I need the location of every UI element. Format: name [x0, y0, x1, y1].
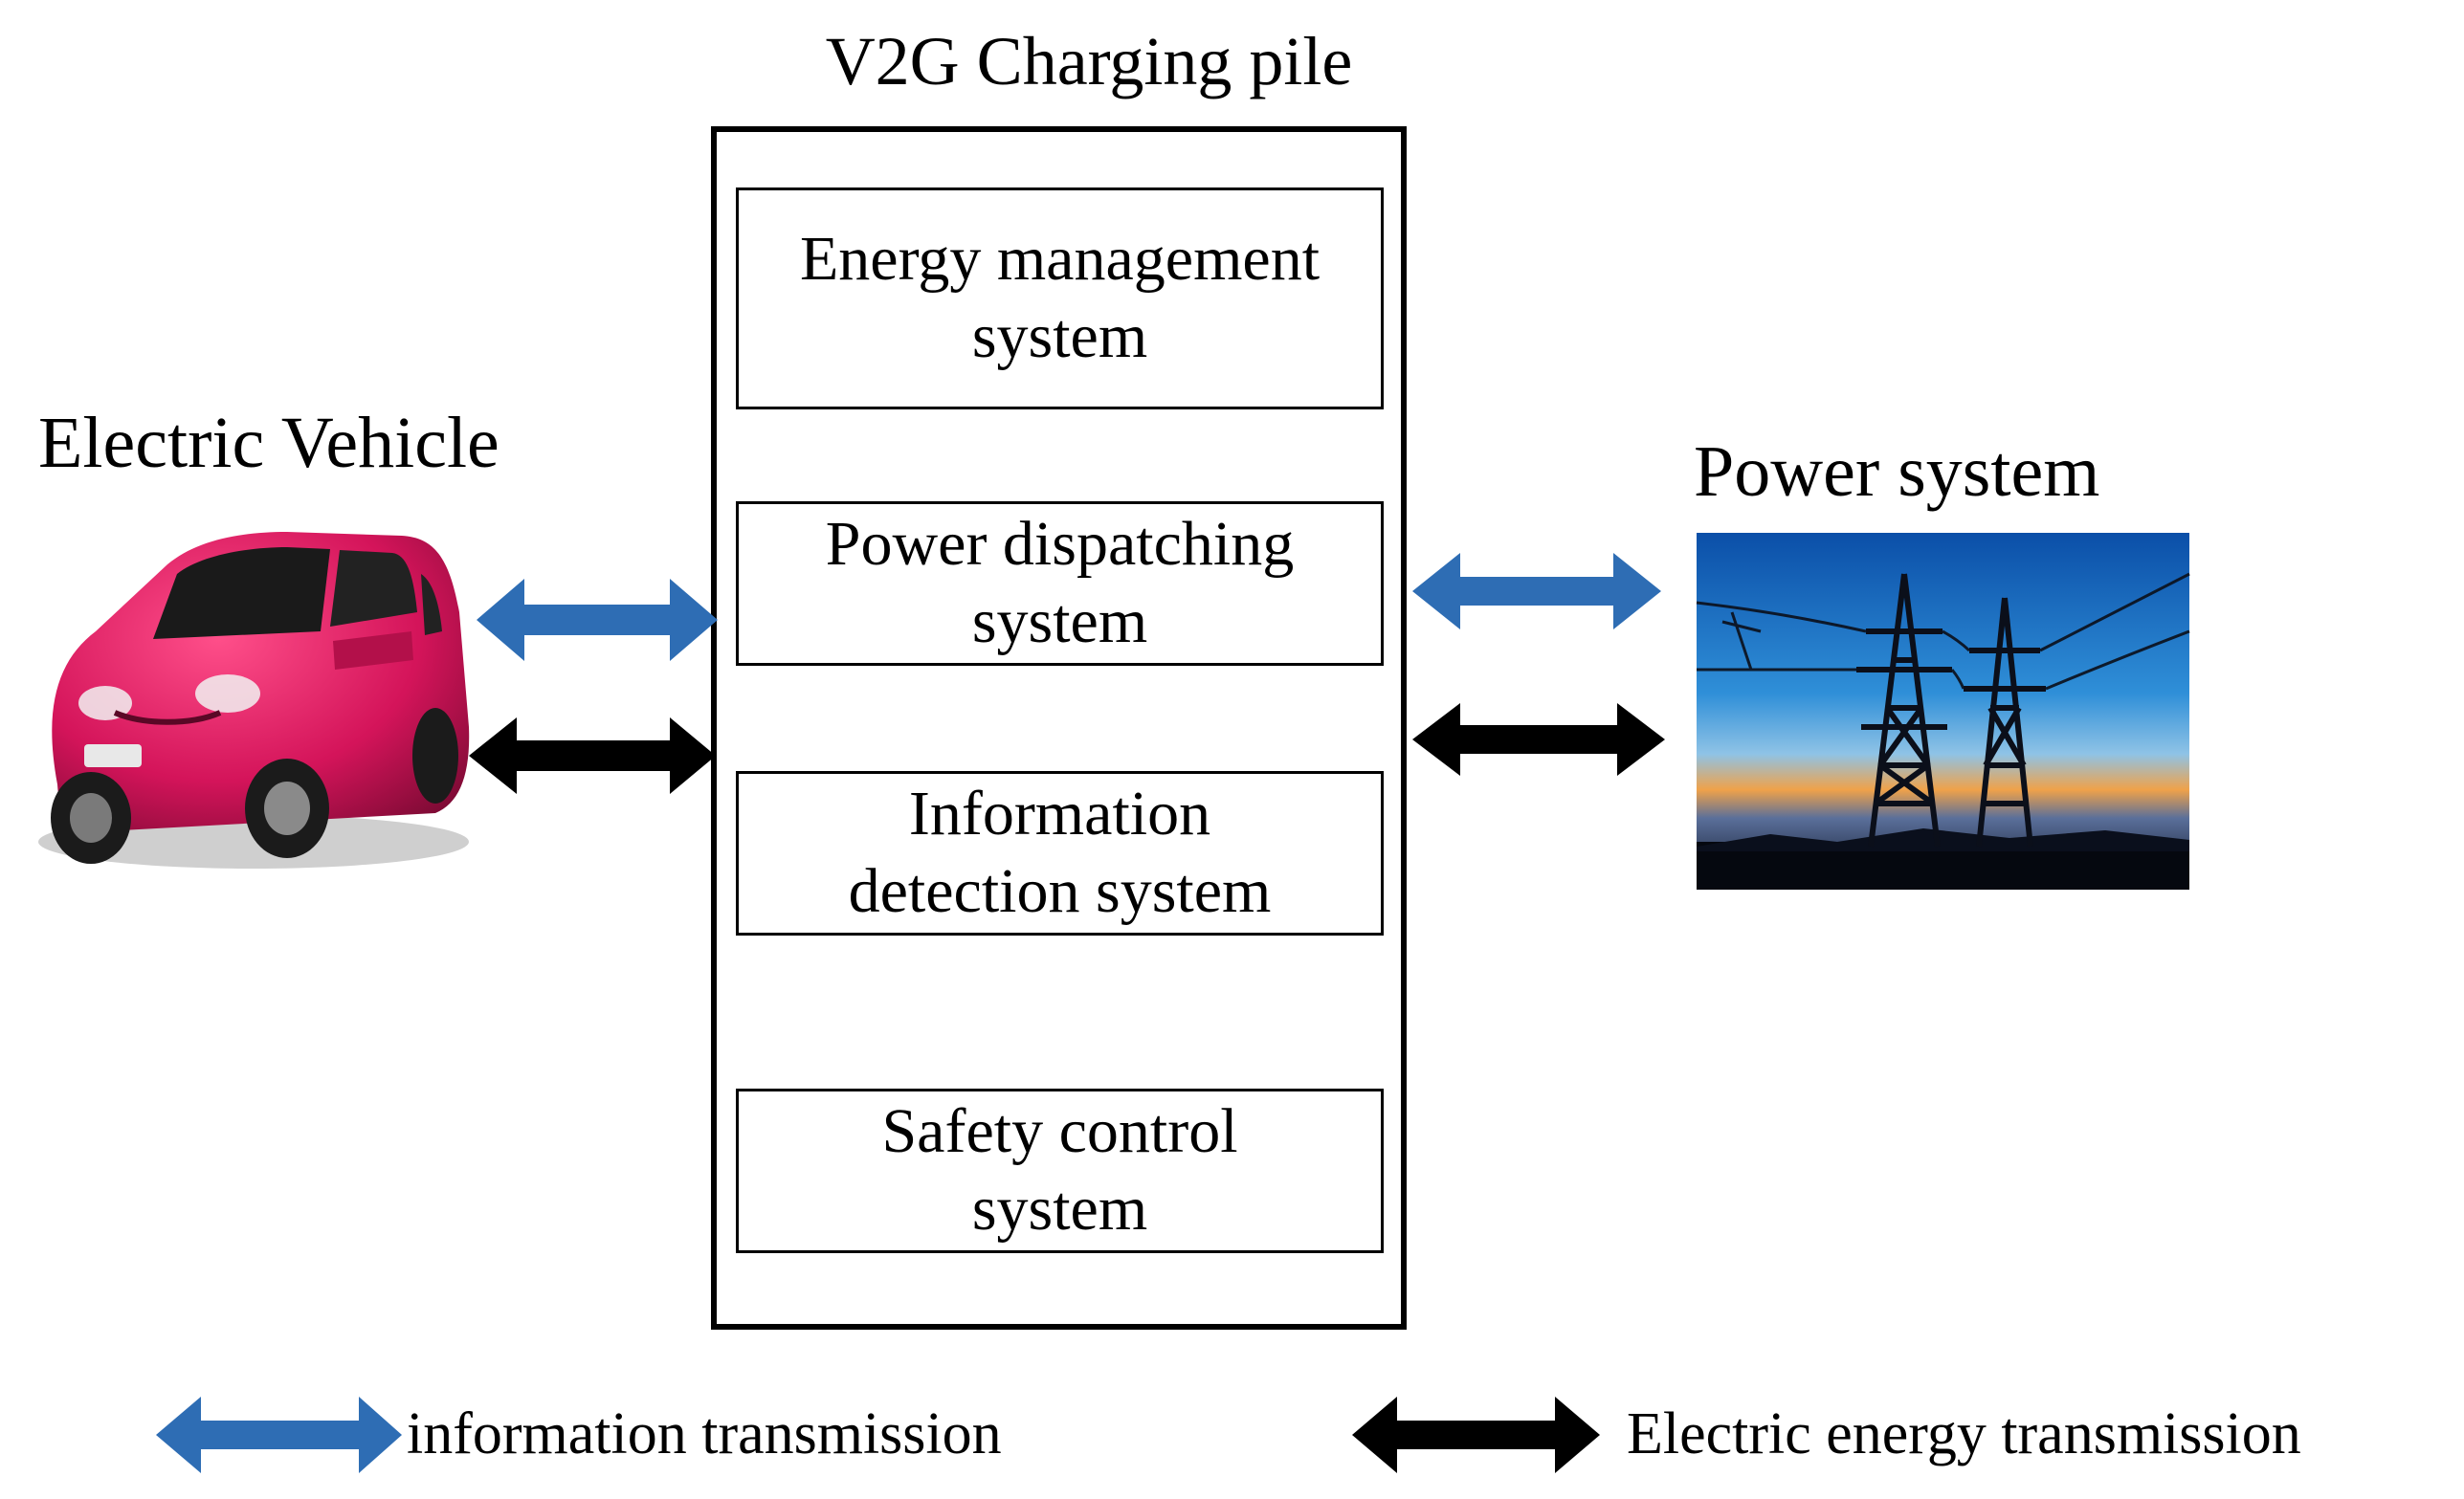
component-line-2: system	[971, 586, 1148, 656]
power-system-label: Power system	[1694, 431, 2100, 512]
component-line-1: Information	[908, 779, 1211, 849]
legend-energy-arrow	[1352, 1397, 1600, 1473]
legend-energy-text: Electric energy transmission	[1627, 1401, 2301, 1466]
left-info-arrow	[477, 579, 718, 661]
right-info-arrow	[1412, 553, 1661, 629]
legend-info-arrow	[156, 1397, 402, 1473]
left-energy-arrow	[469, 717, 716, 794]
power-tower-image	[1696, 533, 2190, 890]
component-line-1: Energy management	[799, 224, 1321, 295]
car-image	[38, 532, 470, 869]
legend-info-text: information transmission	[407, 1401, 1002, 1466]
power-dispatching-box: Power dispatching system	[736, 501, 1384, 666]
component-line-2: system	[971, 301, 1148, 371]
component-line-2: detection system	[848, 856, 1272, 926]
electric-vehicle-label: Electric Vehicle	[38, 403, 499, 483]
charging-pile-box	[711, 126, 1407, 1330]
information-detection-box: Information detection system	[736, 771, 1384, 936]
component-line-1: Power dispatching	[825, 509, 1295, 580]
diagram-title: V2G Charging pile	[825, 23, 1353, 99]
safety-control-box: Safety control system	[736, 1089, 1384, 1253]
right-energy-arrow	[1412, 703, 1665, 776]
energy-management-box: Energy management system	[736, 187, 1384, 409]
component-line-1: Safety control	[881, 1096, 1238, 1167]
component-line-2: system	[971, 1174, 1148, 1244]
